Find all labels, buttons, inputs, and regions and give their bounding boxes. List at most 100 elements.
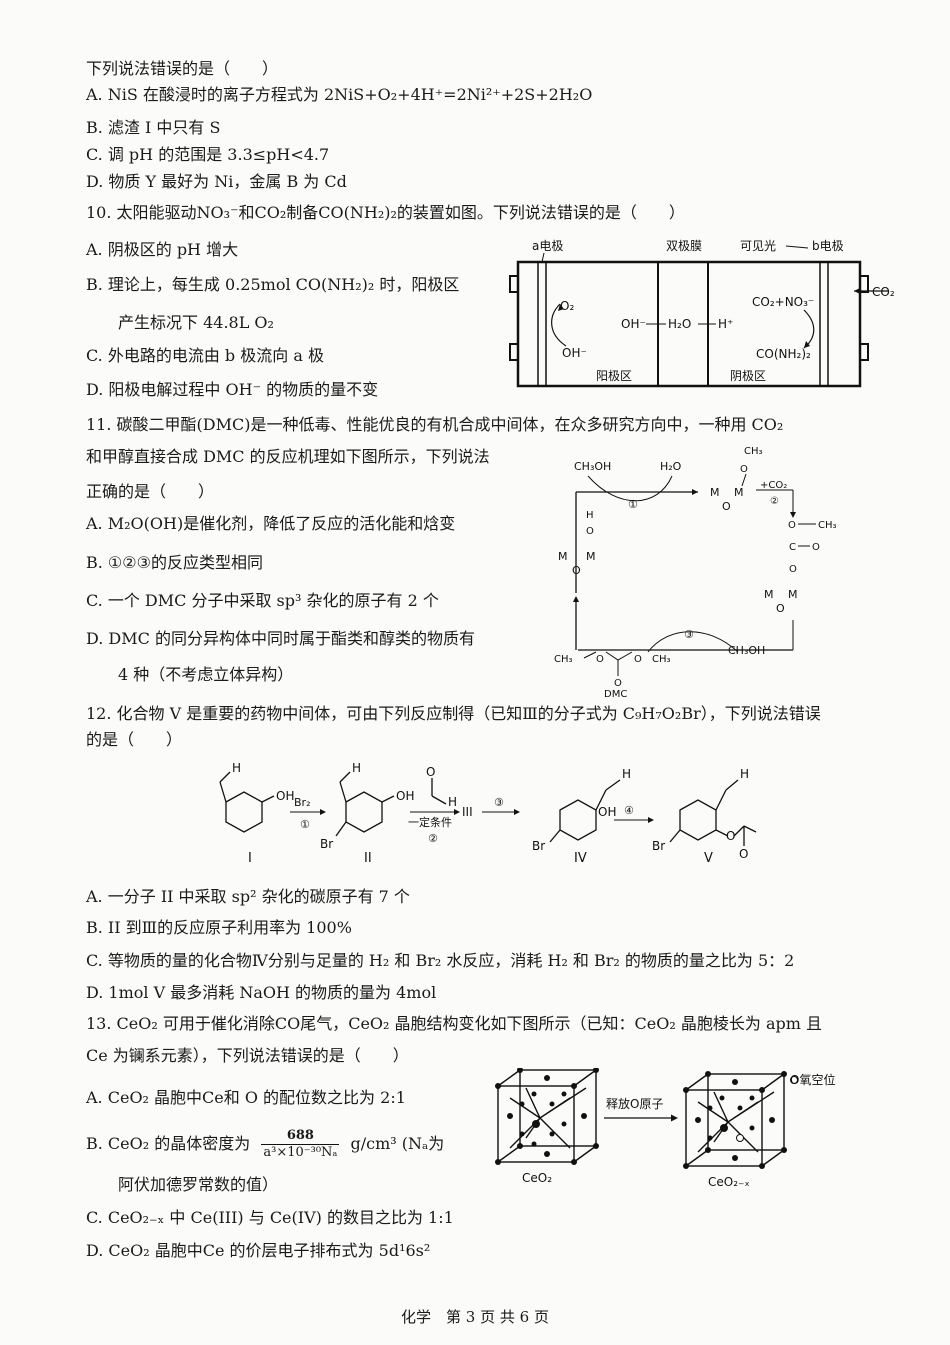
- step1-label: ①: [628, 498, 638, 511]
- step2-label: ②: [770, 496, 779, 507]
- q11-stem-1: 11. 碳酸二甲酯(DMC)是一种低毒、性能优良的有机合成中间体，在众多研究方向…: [86, 415, 784, 434]
- q10-option-d: D. 阳极电解过程中 OH⁻ 的物质的量不变: [86, 380, 379, 399]
- aldehyde-h: H: [448, 795, 457, 809]
- ch3-top: CH₃: [744, 446, 763, 457]
- page-footer: 化学 第 3 页 共 6 页: [401, 1308, 549, 1326]
- cycle-left-arrow: [573, 596, 579, 602]
- iv-br: Br: [532, 839, 545, 853]
- q12-step4: ④: [624, 804, 634, 817]
- dmc-o-carbonyl: O: [614, 678, 622, 689]
- v-carbonyl-o: O: [739, 847, 748, 861]
- q12-stem-2: 的是（ ）: [86, 730, 183, 749]
- o-atom-bridge-3: O: [572, 564, 581, 577]
- cycle-top-arrow: [692, 489, 698, 495]
- q11-mechanism-diagram: CH₃OH H₂O ① M M O CH₃ O +CO₂ ② O CH₃ C O…: [554, 446, 837, 698]
- ring-v: [679, 799, 717, 841]
- bond-top: [741, 473, 747, 487]
- q9-option-b: B. 滤渣 I 中只有 S: [86, 118, 221, 137]
- a-electrode: [537, 261, 547, 387]
- q13-stem-1: 13. CeO₂ 可用于催化消除CO尾气，CeO₂ 晶胞结构变化如下图所示（已知…: [86, 1014, 823, 1033]
- density-fraction: 688 a³×10⁻³⁰Nₐ: [261, 1128, 340, 1161]
- co2-arrow-head: [854, 288, 860, 294]
- dmc-ch3-left: CH₃: [554, 654, 573, 665]
- o2-label: O₂: [560, 299, 574, 313]
- h-atom-left: H: [586, 510, 594, 521]
- m-atom-5: M: [558, 550, 568, 563]
- methanol-top: CH₃OH: [574, 460, 611, 473]
- i-oh: OH: [276, 789, 294, 803]
- vacancy-legend-icon: [790, 1076, 798, 1084]
- ceo2x-cell: [685, 1073, 785, 1167]
- q13-option-d: D. CeO₂ 晶胞中Ce 的价层电子排布式为 5d¹6s²: [86, 1241, 431, 1260]
- q10-option-a: A. 阴极区的 pH 增大: [86, 240, 239, 259]
- m-atom-4: M: [788, 588, 798, 601]
- step3-curve: [647, 631, 739, 653]
- v-o: O: [726, 829, 735, 843]
- ii-oh: OH: [396, 789, 414, 803]
- v-h: H: [740, 767, 749, 781]
- ii-br: Br: [320, 837, 333, 851]
- m-atom-6: M: [586, 550, 596, 563]
- q10-option-c: C. 外电路的电流由 b 极流向 a 极: [86, 346, 324, 365]
- ring-iv: [559, 799, 597, 841]
- dmc-bonds: [583, 651, 633, 661]
- dmc-ch3-right: CH₃: [652, 654, 671, 665]
- ii-h: H: [352, 762, 361, 775]
- density-unit: g/cm³ (Nₐ为: [350, 1134, 445, 1153]
- light-arrow: [785, 245, 809, 249]
- density-denominator: a³×10⁻³⁰Nₐ: [263, 1145, 338, 1160]
- v-br: Br: [652, 839, 665, 853]
- dmc-o-right: O: [634, 654, 642, 665]
- q13-option-b-text: B. CeO₂ 的晶体密度为: [86, 1134, 251, 1153]
- o-atom-left: O: [586, 526, 594, 537]
- bipolar-label: 双极膜: [666, 239, 702, 253]
- q11-option-a: A. M₂O(OH)是催化剂，降低了反应的活化能和焓变: [86, 514, 456, 533]
- b-electrode-label: b电极: [812, 239, 844, 253]
- m-atom-2: M: [734, 486, 744, 499]
- compound-iv-label: IV: [574, 851, 587, 866]
- iv-h: H: [622, 767, 631, 781]
- co2-inlet-label: CO₂: [872, 285, 895, 299]
- m-atom-1: M: [710, 486, 720, 499]
- o-atom-bridge-1: O: [722, 500, 731, 513]
- q13-crystal-diagram: CeO₂ 释放O原子 CeO₂₋ₓ O氧空位: [495, 1068, 835, 1189]
- b-electrode: [819, 261, 829, 387]
- cell-right-ports: [860, 275, 869, 361]
- o-atom-right-1: O: [788, 520, 796, 531]
- water-label: H₂O: [668, 317, 691, 331]
- water-top: H₂O: [660, 460, 682, 473]
- q13-option-c: C. CeO₂₋ₓ 中 Ce(III) 与 Ce(IV) 的数目之比为 1:1: [86, 1208, 454, 1227]
- q9-stem: 下列说法错误的是（ ）: [86, 59, 279, 78]
- arrow-3-head: [514, 809, 520, 815]
- condition-label: 一定条件: [408, 815, 452, 829]
- q12-step2: ②: [428, 832, 438, 845]
- ceo2x-atoms: [683, 1071, 787, 1169]
- dmc-o-left: O: [596, 654, 604, 665]
- m-atom-3: M: [764, 588, 774, 601]
- vacancy-legend-label: O氧空位: [790, 1072, 835, 1087]
- q11-option-c: C. 一个 DMC 分子中采取 sp³ 杂化的原子有 2 个: [86, 591, 439, 610]
- q12-option-a: A. 一分子 II 中采取 sp² 杂化的碳原子有 7 个: [86, 887, 410, 906]
- release-arrow-head: [671, 1114, 678, 1122]
- arrow-4-head: [648, 817, 654, 823]
- cathode-zone-label: 阴极区: [730, 369, 766, 383]
- q9-option-d: D. 物质 Y 最好为 Ni，金属 B 为 Cd: [86, 172, 347, 191]
- step3-label: ③: [684, 628, 694, 641]
- o-atom-carbonyl: O: [812, 542, 820, 553]
- q12-step1: ①: [300, 818, 310, 831]
- step2-arrow-head: [790, 512, 796, 518]
- release-label: 释放O原子: [606, 1096, 663, 1111]
- step1-curve: [587, 475, 673, 502]
- q13-option-a: A. CeO₂ 晶胞中Ce和 O 的配位数之比为 2:1: [86, 1088, 406, 1107]
- ceo2-label: CeO₂: [522, 1171, 552, 1185]
- cathode-product: CO(NH₂)₂: [756, 347, 811, 361]
- q10-stem: 10. 太阳能驱动NO₃⁻和CO₂制备CO(NH₂)₂的装置如图。下列说法错误的…: [86, 203, 685, 222]
- anode-reaction-arrow: [551, 303, 567, 347]
- ring-ii: [345, 791, 383, 833]
- intermediate-iii: III: [462, 805, 473, 819]
- plus-co2-label: +CO₂: [760, 480, 787, 491]
- q12-option-d: D. 1mol V 最多消耗 NaOH 的物质的量为 4mol: [86, 983, 437, 1002]
- methanol-bottom: CH₃OH: [728, 644, 765, 657]
- anode-arrow-head: [558, 304, 564, 311]
- c-atom-right: C: [789, 542, 796, 553]
